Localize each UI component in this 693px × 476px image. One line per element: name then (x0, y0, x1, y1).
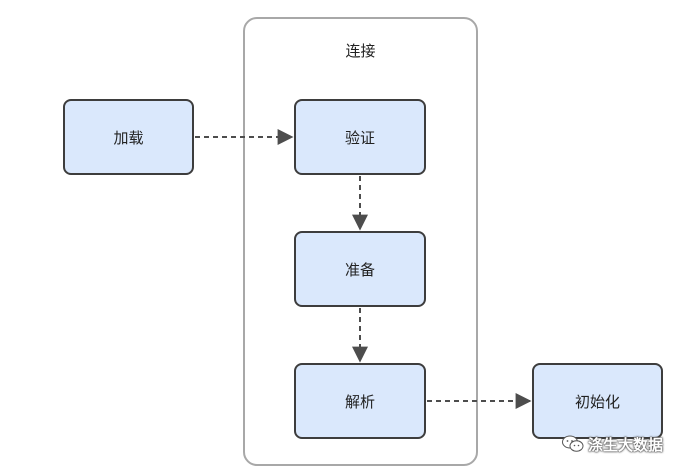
node-parse: 解析 (294, 363, 426, 439)
node-verify: 验证 (294, 99, 426, 175)
node-prepare-label: 准备 (344, 260, 375, 279)
group-title: 连接 (345, 42, 376, 60)
node-init: 初始化 (532, 363, 663, 439)
node-verify-label: 验证 (344, 128, 375, 147)
watermark: 涤生大数据 (562, 432, 663, 456)
watermark-text: 涤生大数据 (588, 435, 664, 454)
wechat-icon (562, 435, 584, 452)
node-load: 加载 (63, 99, 194, 175)
node-load-label: 加载 (113, 128, 144, 147)
node-parse-label: 解析 (344, 392, 375, 411)
node-init-label: 初始化 (574, 392, 620, 411)
node-prepare: 准备 (294, 231, 426, 307)
